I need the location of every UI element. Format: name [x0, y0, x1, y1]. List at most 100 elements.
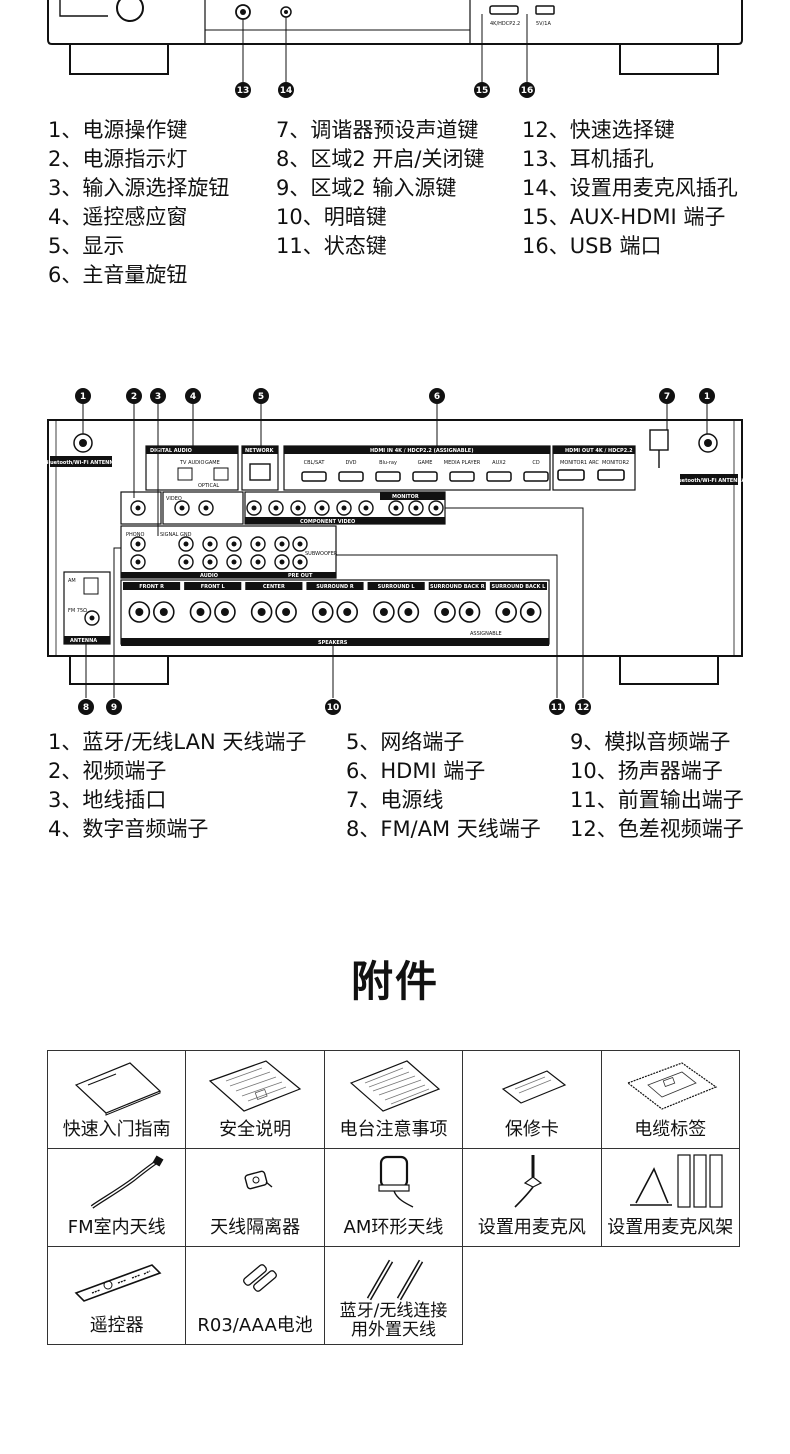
- front-panel-diagram: 4K/HDCP2.2 5V/1A 13 14 15 16: [0, 0, 790, 110]
- audio-label: AUDIO: [200, 573, 218, 579]
- rear-panel-diagram: Bluetooth/Wi-Fi ANTENNA Bluetooth/Wi-Fi …: [0, 380, 790, 725]
- rca-jack-center: [231, 559, 237, 565]
- speaker-terminal-center: [196, 608, 205, 616]
- accessory-label: FM室内天线: [67, 1217, 166, 1238]
- speaker-terminal-center: [257, 608, 266, 616]
- speaker-group-label: SURROUND L: [378, 584, 416, 590]
- legend-item: 1、蓝牙/无线LAN 天线端子: [48, 730, 307, 754]
- bt-antenna-left-label: Bluetooth/Wi-Fi ANTENNA: [45, 460, 118, 466]
- accessory-label-line1: 蓝牙/无线连接: [339, 1301, 448, 1321]
- legend-item: 14、设置用麦克风插孔: [522, 176, 738, 200]
- callout-10: 10: [325, 699, 341, 715]
- speaker-terminal-center: [441, 608, 450, 616]
- pre-out-label: PRE OUT: [288, 573, 313, 579]
- aux-hdmi-port-label: 4K/HDCP2.2: [490, 21, 520, 27]
- optical-label: OPTICAL: [198, 483, 219, 489]
- accessory-label: 电缆标签: [634, 1119, 707, 1140]
- rca-jack-center: [207, 541, 213, 547]
- svg-text:12: 12: [577, 703, 590, 713]
- legend-item: 16、USB 端口: [522, 234, 662, 258]
- rca-jack-center: [297, 541, 303, 547]
- svg-text:3: 3: [155, 392, 161, 402]
- callout-11: 11: [549, 699, 565, 715]
- callout-5: 5: [253, 388, 269, 404]
- antenna-isolator-icon: [244, 1170, 273, 1190]
- accessory-safety-instructions: 安全说明: [185, 1050, 325, 1149]
- callout-15: 15: [474, 82, 490, 98]
- legend-item: 5、显示: [48, 234, 125, 258]
- speaker-group-header: [123, 582, 181, 590]
- svg-text:9: 9: [111, 703, 117, 713]
- speaker-terminal-center: [282, 608, 291, 616]
- remote-icon: [74, 1264, 162, 1302]
- hdmi-input-label: GAME: [418, 460, 433, 466]
- safety-sheet-icon: [209, 1060, 302, 1112]
- callout-12: 12: [575, 699, 591, 715]
- hdmi-input-port: [375, 471, 401, 482]
- accessory-label: 电台注意事项: [339, 1119, 448, 1140]
- rca-jack-center: [319, 505, 325, 511]
- digital-audio-label: DIGITAL AUDIO: [150, 448, 192, 454]
- hdmi-input-label: DVD: [345, 460, 356, 466]
- accessory-aaa-batteries: R03/AAA电池: [185, 1246, 325, 1345]
- legend-item: 11、状态键: [276, 234, 387, 258]
- front-legend-col3: 12、快速选择键 13、耳机插孔 14、设置用麦克风插孔 15、AUX-HDMI…: [522, 116, 738, 261]
- cable-labels-icon: [626, 1062, 717, 1110]
- hdmi-input-port: [486, 471, 512, 482]
- svg-text:11: 11: [551, 703, 564, 713]
- hdmi-input-port: [449, 471, 475, 482]
- rca-jack-center: [393, 505, 399, 511]
- speaker-terminal-center: [343, 608, 352, 616]
- speaker-terminal-center: [502, 608, 511, 616]
- rca-jack-center: [279, 541, 285, 547]
- component-video-label: COMPONENT VIDEO: [300, 519, 355, 525]
- speaker-group-header: [245, 582, 303, 590]
- speaker-group-header: [489, 582, 547, 590]
- legend-item: 12、快速选择键: [522, 118, 675, 142]
- callout-8: 8: [78, 699, 94, 715]
- hdmi-out-label: HDMI OUT 4K / HDCP2.2: [565, 448, 633, 454]
- rca-jack-center: [135, 541, 141, 547]
- accessory-label: 设置用麦克风架: [607, 1217, 734, 1238]
- legend-item: 8、区域2 开启/关闭键: [276, 147, 485, 171]
- svg-text:6: 6: [434, 392, 440, 402]
- bt-antenna-right-label: Bluetooth/Wi-Fi ANTENNA: [673, 478, 746, 484]
- hdmi-input-port: [523, 471, 549, 482]
- svg-text:1: 1: [80, 392, 86, 402]
- svg-text:8: 8: [83, 703, 89, 713]
- callout-1-right: 1: [699, 388, 715, 404]
- usb-port-label: 5V/1A: [536, 21, 551, 27]
- accessory-quick-start-guide: 快速入门指南: [47, 1050, 187, 1149]
- rca-jack-center: [251, 505, 257, 511]
- legend-item: 10、扬声器端子: [570, 759, 723, 783]
- rca-jack-center: [363, 505, 369, 511]
- hdmi-input-port: [412, 471, 438, 482]
- speaker-terminal-center: [318, 608, 327, 616]
- am-label: AM: [68, 578, 76, 584]
- svg-text:5: 5: [258, 392, 264, 402]
- speaker-group-label: SURROUND R: [316, 584, 354, 590]
- svg-text:14: 14: [280, 86, 293, 96]
- am-loop-antenna-icon: [378, 1155, 414, 1208]
- accessory-label: 蓝牙/无线连接 用外置天线: [325, 1302, 462, 1340]
- rca-jack-center: [255, 541, 261, 547]
- rca-jack-center: [135, 559, 141, 565]
- rca-jack-center: [341, 505, 347, 511]
- game-optical-label: GAME: [205, 460, 220, 466]
- legend-item: 9、区域2 输入源键: [276, 176, 457, 200]
- rear-legend-col3: 9、模拟音频端子 10、扬声器端子 11、前置输出端子 12、色差视频端子: [570, 728, 744, 844]
- svg-text:2: 2: [131, 392, 137, 402]
- accessory-fm-indoor-antenna: FM室内天线: [47, 1148, 187, 1247]
- callout-13: 13: [235, 82, 251, 98]
- rear-legend-col1: 1、蓝牙/无线LAN 天线端子 2、视频端子 3、地线插口 4、数字音频端子: [48, 728, 306, 844]
- speaker-group-label: FRONT L: [201, 584, 226, 590]
- rca-jack-center: [295, 505, 301, 511]
- rca-jack-center: [135, 505, 141, 511]
- hdmi-in-label: HDMI IN 4K / HDCP2.2 (ASSIGNABLE): [370, 448, 473, 454]
- accessory-label: 快速入门指南: [62, 1119, 171, 1140]
- legend-item: 1、电源操作键: [48, 118, 188, 142]
- rca-jack-center: [273, 505, 279, 511]
- accessory-warranty-card: 保修卡: [462, 1050, 602, 1149]
- accessory-label: 天线隔离器: [210, 1217, 301, 1238]
- speaker-group-label: SURROUND BACK L: [491, 584, 546, 590]
